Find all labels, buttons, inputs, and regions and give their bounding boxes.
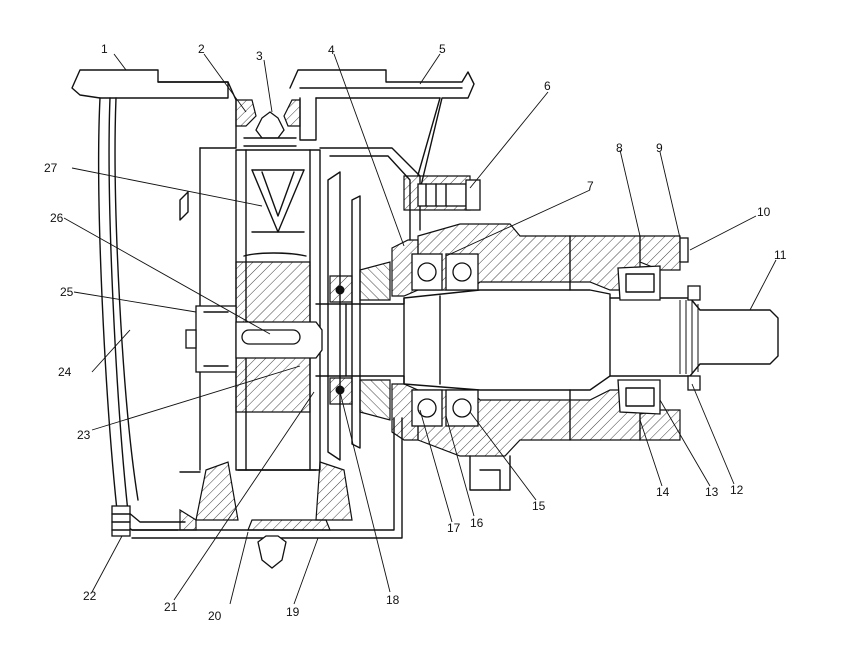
callout-22: 22 [83,589,97,603]
callout-4: 4 [328,43,335,57]
callout-19: 19 [286,605,300,619]
callout-23: 23 [77,428,91,442]
callout-5: 5 [439,42,446,56]
impeller [195,149,353,521]
leader-lines [63,53,777,605]
callout-2: 2 [198,42,205,56]
drain-plug [111,505,131,537]
callout-1: 1 [101,42,108,56]
callout-12: 12 [730,483,744,497]
callout-13: 13 [705,485,719,499]
callout-17: 17 [447,521,461,535]
callout-11: 11 [774,248,787,262]
callout-9: 9 [656,141,663,155]
callout-8: 8 [616,141,623,155]
mechanical-seal [329,261,391,421]
callout-24: 24 [58,365,72,379]
discharge-flange [289,69,475,191]
callout-27: 27 [44,161,58,175]
top-clamp [235,99,301,147]
callout-10: 10 [757,205,771,219]
callout-7: 7 [587,179,594,193]
impeller-nut [185,305,323,373]
bolts [417,179,701,391]
bearings [411,253,661,427]
callout-labels: 1 2 3 4 5 6 7 8 9 10 11 12 13 14 15 16 1… [44,42,787,623]
callout-15: 15 [532,499,546,513]
callout-16: 16 [470,516,484,530]
callout-25: 25 [60,285,74,299]
callout-20: 20 [208,609,222,623]
callout-26: 26 [50,211,64,225]
callout-6: 6 [544,79,551,93]
callout-18: 18 [386,593,400,607]
callout-21: 21 [164,600,178,614]
suction-casing [71,69,237,531]
callout-14: 14 [656,485,670,499]
callout-3: 3 [256,49,263,63]
shaft [315,289,779,391]
